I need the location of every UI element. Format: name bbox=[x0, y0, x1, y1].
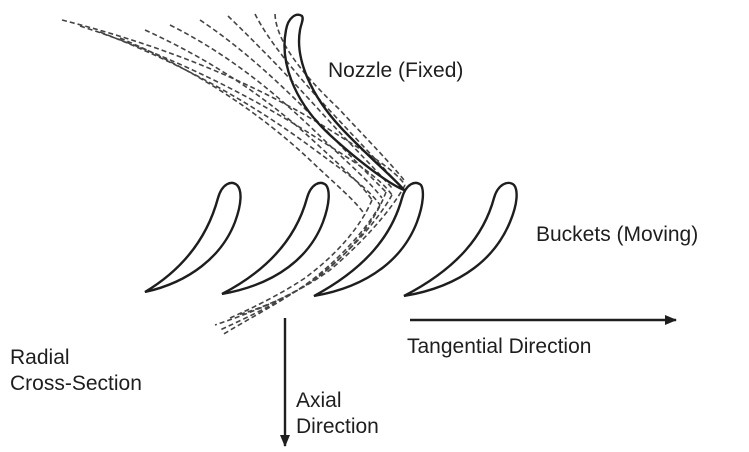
radial-cross-section-label: Radial Cross-Section bbox=[10, 345, 142, 397]
streamline bbox=[227, 15, 393, 189]
radial-label-line1: Radial bbox=[10, 346, 70, 369]
streamline bbox=[144, 29, 373, 201]
streamline bbox=[119, 37, 366, 216]
streamline bbox=[219, 194, 393, 331]
radial-label-line2: Cross-Section bbox=[10, 372, 142, 395]
streamline bbox=[221, 204, 381, 336]
streamline bbox=[237, 191, 387, 316]
buckets-label: Buckets (Moving) bbox=[536, 223, 699, 246]
bucket-row bbox=[144, 181, 518, 298]
streamline bbox=[199, 19, 387, 193]
axial-label-line1: Axial bbox=[296, 389, 342, 412]
bucket-blade bbox=[403, 181, 518, 298]
streamline bbox=[254, 13, 399, 185]
axial-direction-label: Axial Direction bbox=[296, 388, 379, 440]
streamline bbox=[214, 184, 406, 326]
streamline bbox=[79, 25, 393, 196]
nozzle-blade bbox=[283, 13, 405, 192]
streamline bbox=[61, 19, 406, 186]
streamline bbox=[229, 199, 373, 319]
bucket-blade bbox=[144, 181, 242, 294]
streamline bbox=[99, 31, 381, 206]
bucket-blade bbox=[221, 181, 330, 296]
bucket-blade bbox=[313, 181, 425, 298]
axial-label-line2: Direction bbox=[296, 415, 379, 438]
streamline bbox=[274, 13, 405, 181]
nozzle-label: Nozzle (Fixed) bbox=[328, 59, 464, 82]
streamline bbox=[169, 24, 383, 199]
tangential-direction-label: Tangential Direction bbox=[407, 335, 592, 358]
